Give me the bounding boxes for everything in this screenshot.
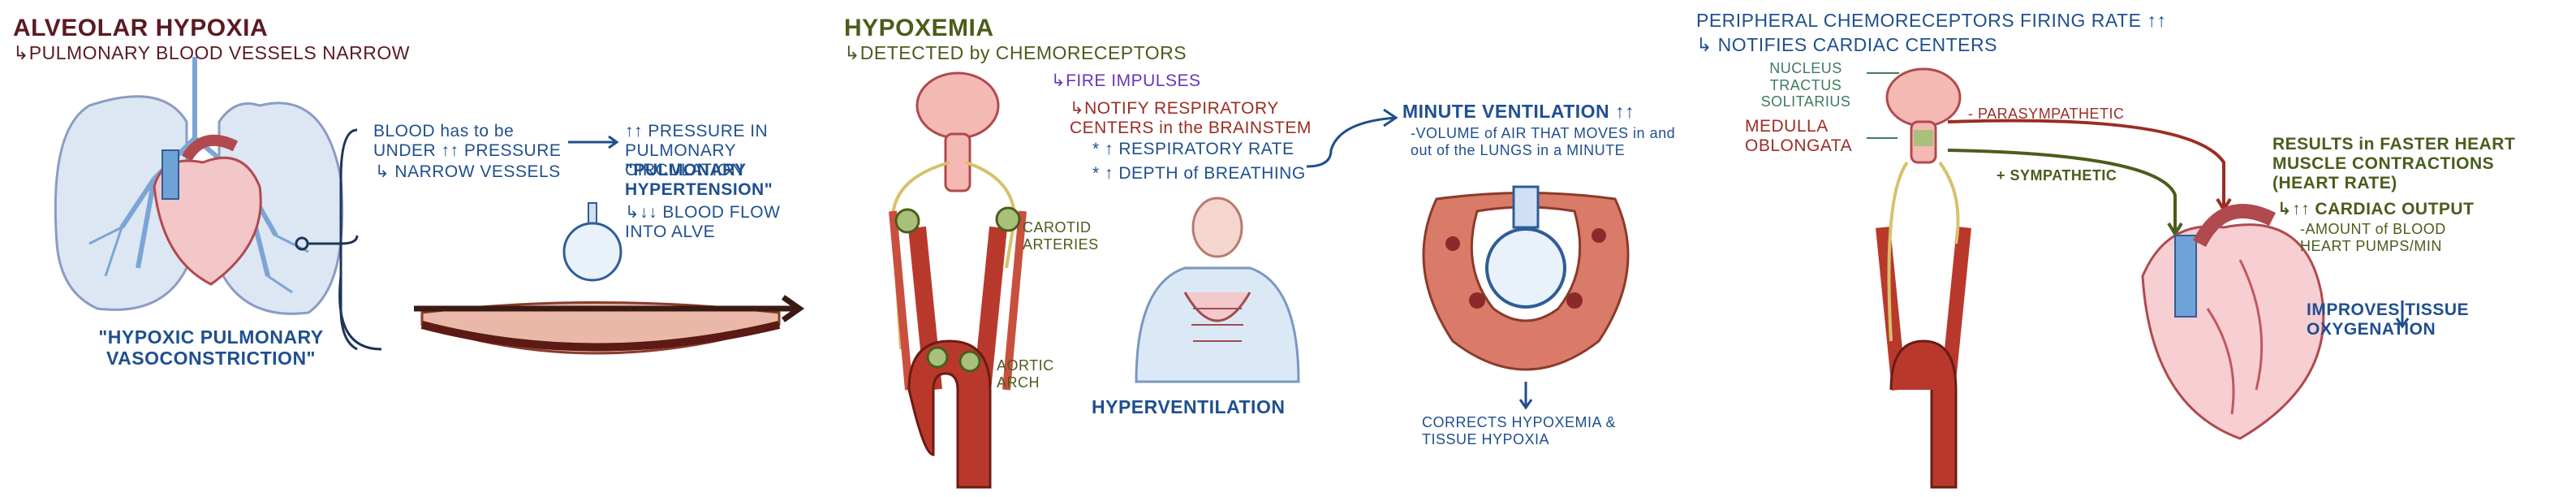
panel3-title: PERIPHERAL CHEMORECEPTORS FIRING RATE ↑↑ xyxy=(1696,10,2167,31)
panel1-note-narrow: ↳ NARROW VESSELS xyxy=(375,162,561,181)
narrowed-vessel-illustration xyxy=(414,295,805,355)
panel2-depth: * ↑ DEPTH of BREATHING xyxy=(1092,164,1306,183)
heart-illustration-2 xyxy=(2141,204,2325,440)
torso-illustration xyxy=(1135,197,1300,383)
label-sympathetic: + SYMPATHETIC xyxy=(1997,167,2117,184)
arrow-icon xyxy=(2395,300,2410,329)
label-leader-lines xyxy=(1867,72,1899,139)
alveolus-illustration xyxy=(562,202,622,282)
arrow-icon xyxy=(568,135,619,149)
panel2-minute-desc: -VOLUME of AIR THAT MOVES in and out of … xyxy=(1411,125,1676,158)
panel2-corrects: CORRECTS HYPOXEMIA & TISSUE HYPOXIA xyxy=(1422,414,1617,447)
parasympathetic-arrow xyxy=(1947,119,2232,213)
brainstem-illustration xyxy=(915,71,1000,192)
panel2-subtitle: ↳DETECTED by CHEMORECEPTORS xyxy=(844,42,1187,63)
panel1-caption: "HYPOXIC PULMONARY VASOCONSTRICTION" xyxy=(98,326,324,370)
arrow-icon xyxy=(1306,108,1398,168)
panel2-notify: ↳NOTIFY RESPIRATORY CENTERS in the BRAIN… xyxy=(1070,99,1312,138)
panel3-cardiac-output: ↳↑↑ CARDIAC OUTPUT xyxy=(2277,200,2475,218)
label-hyperventilation: HYPERVENTILATION xyxy=(1092,396,1286,417)
brainstem-illustration-2 xyxy=(1885,67,1962,164)
pointer-dot-icon xyxy=(295,236,309,251)
panel3-results: RESULTS in FASTER HEART MUSCLE CONTRACTI… xyxy=(2272,135,2516,193)
panel2-title: HYPOXEMIA xyxy=(844,15,994,41)
label-aortic-arch: AORTIC ARCH xyxy=(997,357,1054,391)
sympathetic-arrow xyxy=(1947,149,2183,237)
panel3-subtitle: ↳ NOTIFIES CARDIAC CENTERS xyxy=(1696,34,1997,55)
panel1-note-hypertension: "PULMONARY HYPERTENSION" xyxy=(625,161,773,200)
panel2-fire-impulses: ↳FIRE IMPULSES xyxy=(1051,71,1201,90)
panel1-title: ALVEOLAR HYPOXIA xyxy=(13,15,269,41)
panel3-output-desc: -AMOUNT of BLOOD HEART PUMPS/MIN xyxy=(2300,221,2446,254)
panel2-minute-ventilation: MINUTE VENTILATION ↑↑ xyxy=(1402,101,1635,122)
caption-connector xyxy=(338,275,382,351)
panel3-improves: IMPROVES TISSUE OXYGENATION xyxy=(2307,300,2470,339)
label-medulla-oblongata: MEDULLA OBLONGATA xyxy=(1745,117,1853,156)
label-nucleus-tractus-solitarius: NUCLEUS TRACTUS SOLITARIUS xyxy=(1760,60,1851,110)
panel1-note-bloodflow: ↳↓↓ BLOOD FLOW INTO ALVE xyxy=(625,203,781,242)
arrow-icon xyxy=(1518,382,1533,410)
panel1-subtitle: ↳PULMONARY BLOOD VESSELS NARROW xyxy=(13,42,410,63)
aortic-arch-illustration xyxy=(907,339,992,489)
panel2-respiratory-rate: * ↑ RESPIRATORY RATE xyxy=(1092,140,1294,158)
lungs-illustration xyxy=(54,57,344,315)
carotid-arteries-illustration-2 xyxy=(1876,161,1971,489)
heart-illustration xyxy=(153,134,262,286)
label-parasympathetic: - PARASYMPATHETIC xyxy=(1968,106,2125,122)
brace-connector xyxy=(308,128,359,351)
alveolus-capillary-illustration xyxy=(1422,185,1630,371)
panel1-note-pressure: BLOOD has to be UNDER ↑↑ PRESSURE xyxy=(373,122,562,161)
label-carotid-arteries: CAROTID ARTERIES xyxy=(1023,219,1099,253)
panel1-note-circulation: ↑↑ PRESSURE IN PULMONARY CIRCULATION xyxy=(625,122,769,180)
